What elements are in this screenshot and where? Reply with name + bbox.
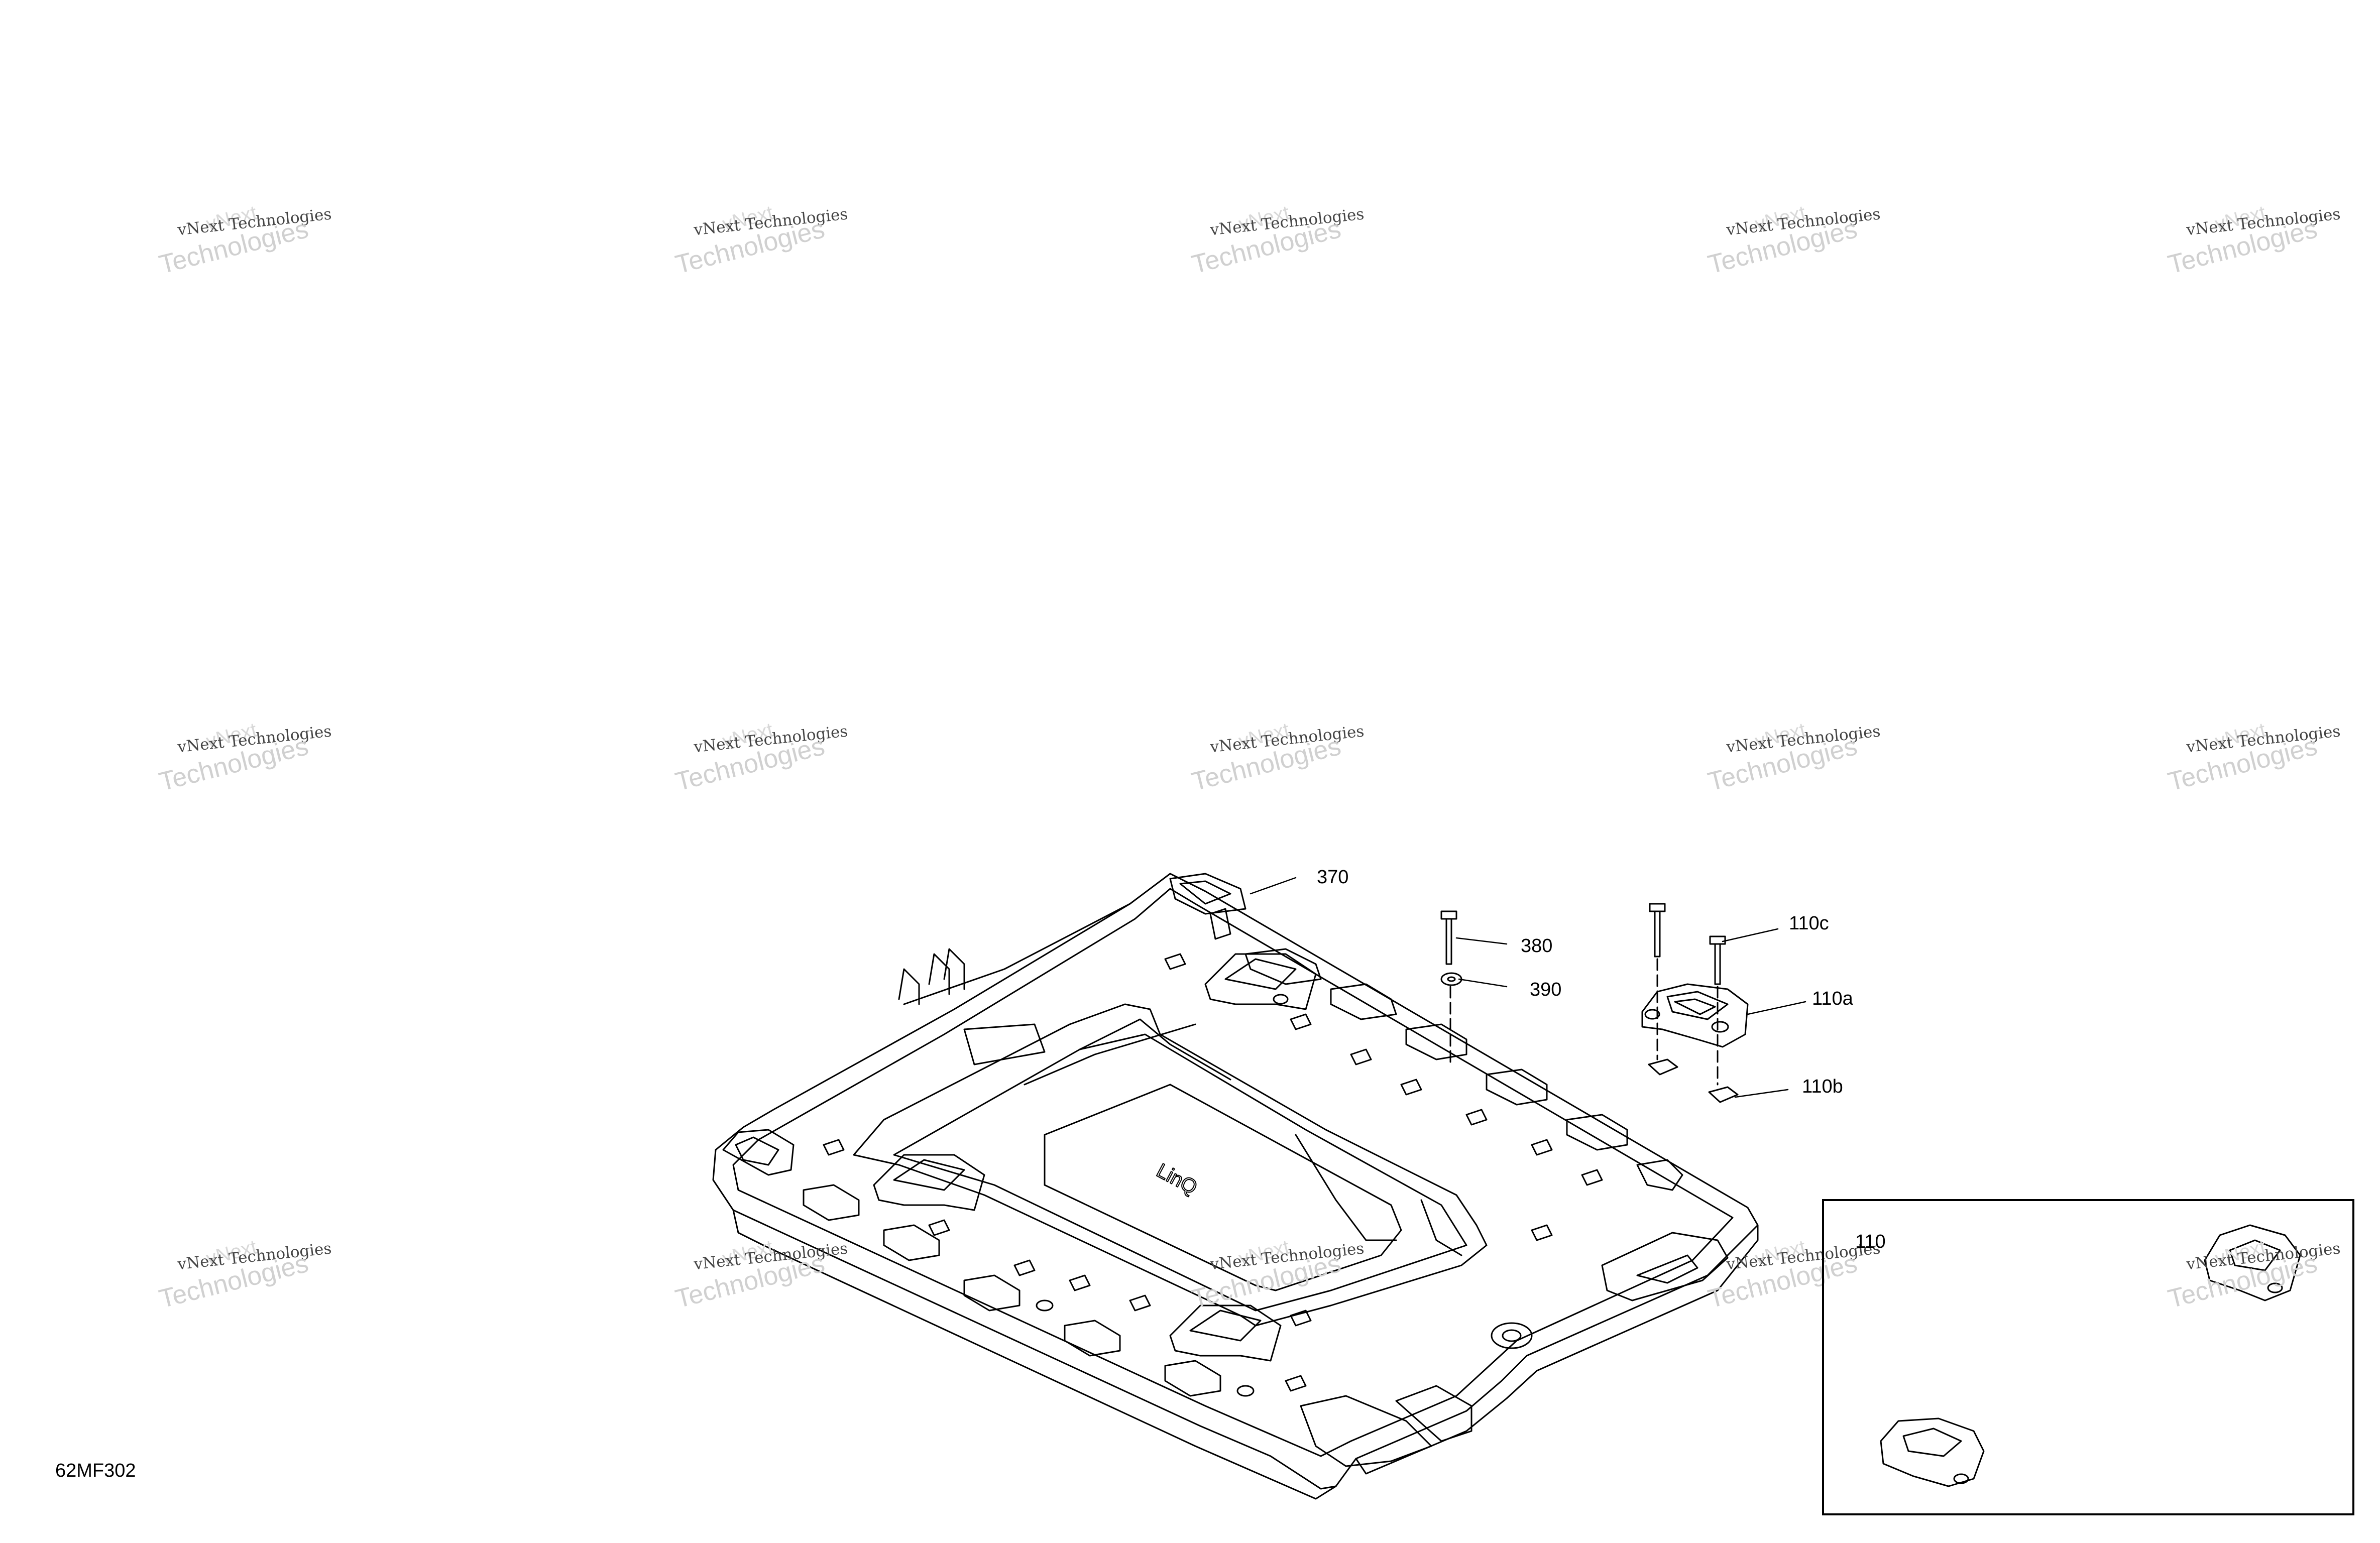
callout-380: 380 bbox=[1521, 935, 1553, 957]
t-slot-markers bbox=[823, 953, 1603, 1392]
inset-callout-110: 110 bbox=[1855, 1231, 1886, 1252]
callout-110b: 110b bbox=[1802, 1076, 1843, 1097]
callout-110a: 110a bbox=[1812, 988, 1853, 1009]
nut-110b-right bbox=[1708, 1086, 1739, 1103]
screw-110c-right bbox=[1709, 935, 1726, 985]
leader-lines bbox=[1250, 877, 1806, 1098]
callout-110c: 110c bbox=[1789, 913, 1829, 934]
roof-rack-body: LinQ bbox=[712, 873, 1759, 1500]
nut-110b-left bbox=[1648, 1058, 1678, 1076]
installed-latches bbox=[873, 908, 1317, 1362]
inset-latch-top-right bbox=[2204, 1224, 2301, 1301]
figure-code: 62MF302 bbox=[55, 1460, 136, 1481]
screw-110c-left bbox=[1649, 903, 1666, 958]
inset-box: 110 bbox=[1822, 1199, 2354, 1515]
screw-380 bbox=[1440, 910, 1457, 965]
callout-370: 370 bbox=[1317, 867, 1349, 888]
callout-390: 390 bbox=[1530, 979, 1562, 1000]
mount-slots-top bbox=[1169, 873, 1683, 1191]
mount-slots-bottom bbox=[803, 1184, 1255, 1397]
svg-text:LinQ: LinQ bbox=[1153, 1159, 1201, 1199]
inset-latch-bottom-left bbox=[1880, 1417, 1985, 1487]
